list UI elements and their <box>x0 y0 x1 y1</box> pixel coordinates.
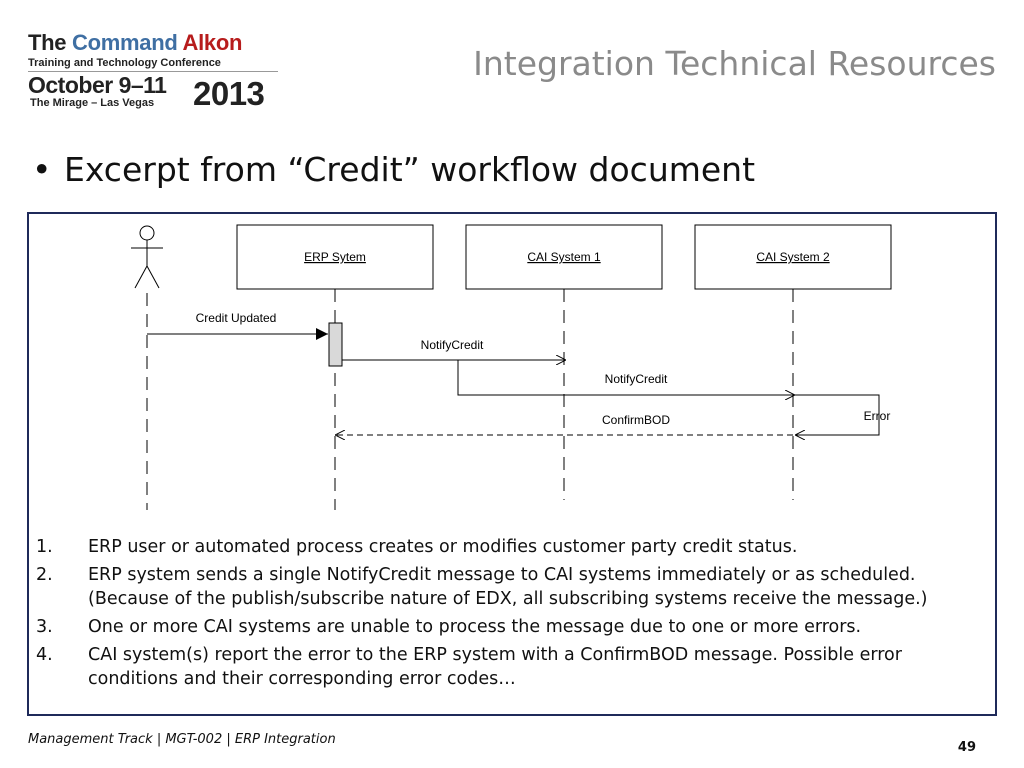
message-label-confirm-bod: ConfirmBOD <box>602 413 670 427</box>
activation-bar <box>328 322 343 367</box>
message-label-notify-credit-1: NotifyCredit <box>421 338 484 352</box>
actor-icon <box>131 225 163 289</box>
logo-venue: The Mirage – Las Vegas <box>30 97 155 109</box>
bullet-dot: • <box>32 150 52 189</box>
message-label-notify-credit-2: NotifyCredit <box>605 372 668 386</box>
bullet-text: Excerpt from “Credit” workflow document <box>64 150 756 189</box>
logo-divider <box>28 71 278 72</box>
diagram-frame <box>27 212 997 716</box>
message-label-error: Error <box>864 409 891 423</box>
logo-line-1: The Command Alkon <box>28 30 243 55</box>
message-error <box>795 394 880 435</box>
lifeline-box-erp <box>236 224 434 290</box>
step-item: 4.CAI system(s) report the error to the … <box>36 645 902 689</box>
message-label-credit-updated: Credit Updated <box>196 311 277 325</box>
conference-logo: The Command Alkon Training and Technolog… <box>28 30 288 112</box>
lifeline-label-erp: ERP Sytem <box>304 250 366 264</box>
step-list: 1.ERP user or automated process creates … <box>36 535 986 695</box>
step-item: 2.ERP system sends a single NotifyCredit… <box>36 565 928 609</box>
step-item: 1.ERP user or automated process creates … <box>36 537 798 557</box>
logo-subtitle: Training and Technology Conference <box>28 57 221 69</box>
lifeline-box-cai2 <box>694 224 892 290</box>
logo-dates: October 9–11 <box>28 72 167 98</box>
logo-year: 2013 <box>193 75 265 112</box>
step-item: 3.One or more CAI systems are unable to … <box>36 617 862 637</box>
message-notify-credit-2 <box>457 360 795 395</box>
lifeline-label-cai2: CAI System 2 <box>756 250 830 264</box>
slide-title: Integration Technical Resources <box>473 44 996 83</box>
lifeline-label-cai1: CAI System 1 <box>527 250 601 264</box>
footer-track: Management Track | MGT-002 | ERP Integra… <box>28 732 336 747</box>
lifeline-box-cai1 <box>465 224 663 290</box>
bullet-point: • Excerpt from “Credit” workflow document <box>32 150 755 189</box>
page-number: 49 <box>957 740 976 755</box>
